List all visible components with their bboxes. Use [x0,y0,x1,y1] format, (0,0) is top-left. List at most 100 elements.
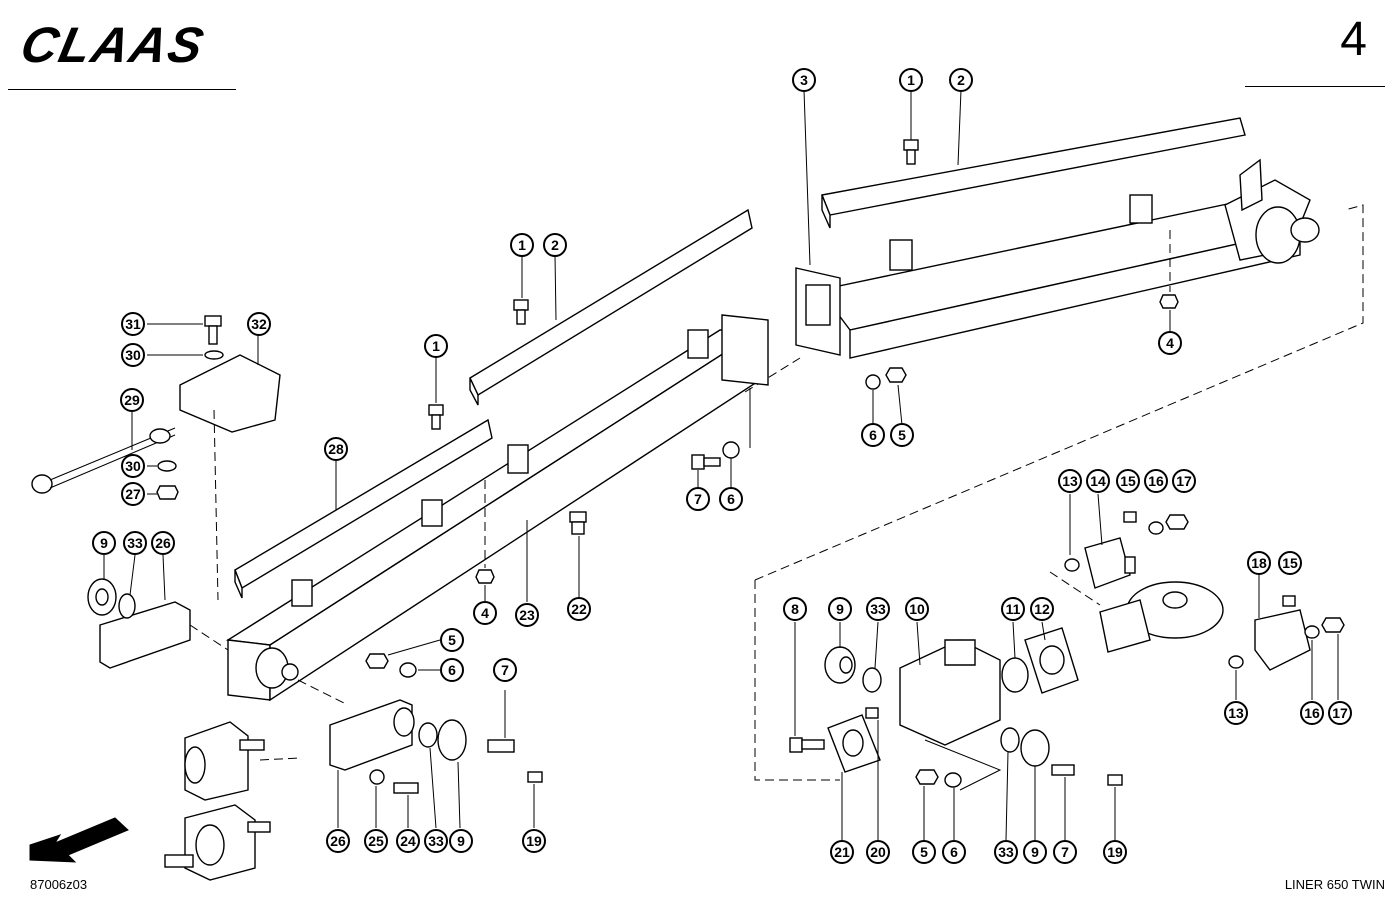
callout-number: 16 [1148,473,1164,489]
callout-number: 10 [909,601,925,617]
callout-circle [1144,469,1168,493]
callout-circle [324,437,348,461]
callout-32: 32 [247,312,271,336]
gearbox-upper-left [184,721,265,801]
callout-number: 5 [920,844,928,860]
callout-19: 19 [522,829,546,853]
callout-5: 5 [890,423,914,447]
callout-circle [92,531,116,555]
callout-circle [510,233,534,257]
callout-circle [1158,331,1182,355]
callout-number: 17 [1176,473,1192,489]
bearing-9-right-bottom [1020,729,1050,767]
callout-number: 13 [1062,473,1078,489]
callout-number: 9 [836,601,844,617]
callout-number: 7 [501,662,509,678]
callout-17: 17 [1172,469,1196,493]
callout-circle [1224,701,1248,725]
callout-number: 17 [1332,705,1348,721]
callout-circle [1058,469,1082,493]
callout-number: 14 [1090,473,1106,489]
cover-plate-32 [179,354,281,433]
callout-circle [1103,840,1127,864]
callout-26: 26 [151,531,175,555]
header-rule-right [1245,86,1385,87]
callout-circle [473,601,497,625]
callout-10: 10 [905,597,929,621]
callout-number: 11 [1006,601,1021,617]
callout-number: 6 [727,491,735,507]
callout-13: 13 [1058,469,1082,493]
callout-1: 1 [510,233,534,257]
callout-number: 15 [1282,555,1298,571]
callout-2: 2 [543,233,567,257]
header-rule-left [8,89,236,90]
nut-27 [156,485,179,500]
callout-33: 33 [424,829,448,853]
callout-6: 6 [942,840,966,864]
bracket-14 [1084,537,1136,589]
callout-circle [121,482,145,506]
callout-number: 3 [800,72,808,88]
callout-circle [1300,701,1324,725]
callout-number: 4 [1166,335,1174,351]
middle-bearing-plate [329,699,543,794]
callout-circle [522,829,546,853]
callout-19: 19 [1103,840,1127,864]
callout-5: 5 [912,840,936,864]
nut-17-top [1165,514,1189,530]
callout-number: 24 [400,833,416,849]
callout-circle [1328,701,1352,725]
callout-circle [1030,597,1054,621]
callout-13: 13 [1224,701,1248,725]
callout-9: 9 [449,829,473,853]
callout-number: 19 [526,833,542,849]
callout-number: 6 [869,427,877,443]
gearbox-lower-left [164,804,271,881]
callout-11: 11 [1001,597,1025,621]
callout-circle [151,531,175,555]
callout-27: 27 [121,482,145,506]
bolt-washer-7-6-middle [691,441,740,470]
middle-nut-4 [475,569,495,584]
callout-9: 9 [92,531,116,555]
callout-20: 20 [866,840,890,864]
callout-circle [866,597,890,621]
callout-circle [899,68,923,92]
callout-6: 6 [861,423,885,447]
bracket-18 [1254,609,1311,671]
upper-top-angle [821,117,1246,229]
callout-circle [515,603,539,627]
callout-circle [1172,469,1196,493]
upper-bolt-1 [903,139,919,165]
callout-number: 1 [518,237,526,253]
callout-number: 28 [328,441,344,457]
bolt-31 [204,315,222,345]
callout-25: 25 [364,829,388,853]
left-bearing-plate [87,578,191,669]
callout-18: 18 [1247,551,1271,575]
bolt-7-right [1051,764,1075,776]
ring-33-right-top [862,667,882,693]
callout-number: 9 [100,535,108,551]
callout-30: 30 [121,343,145,367]
callout-number: 9 [1031,844,1039,860]
callout-number: 4 [481,605,489,621]
callout-circle [567,597,591,621]
callout-number: 7 [1061,844,1069,860]
callout-circle [326,829,350,853]
callout-circle [120,388,144,412]
callout-number: 2 [551,237,559,253]
callout-2: 2 [949,68,973,92]
washer-13-right [1228,655,1244,669]
callout-number: 33 [428,833,444,849]
callout-number: 31 [125,316,141,332]
callout-33: 33 [866,597,890,621]
callout-number: 33 [998,844,1014,860]
ring-33-right-bottom [1000,727,1020,753]
nut-17-right [1321,617,1345,633]
callout-circle [942,840,966,864]
washer-16-top [1148,521,1164,535]
